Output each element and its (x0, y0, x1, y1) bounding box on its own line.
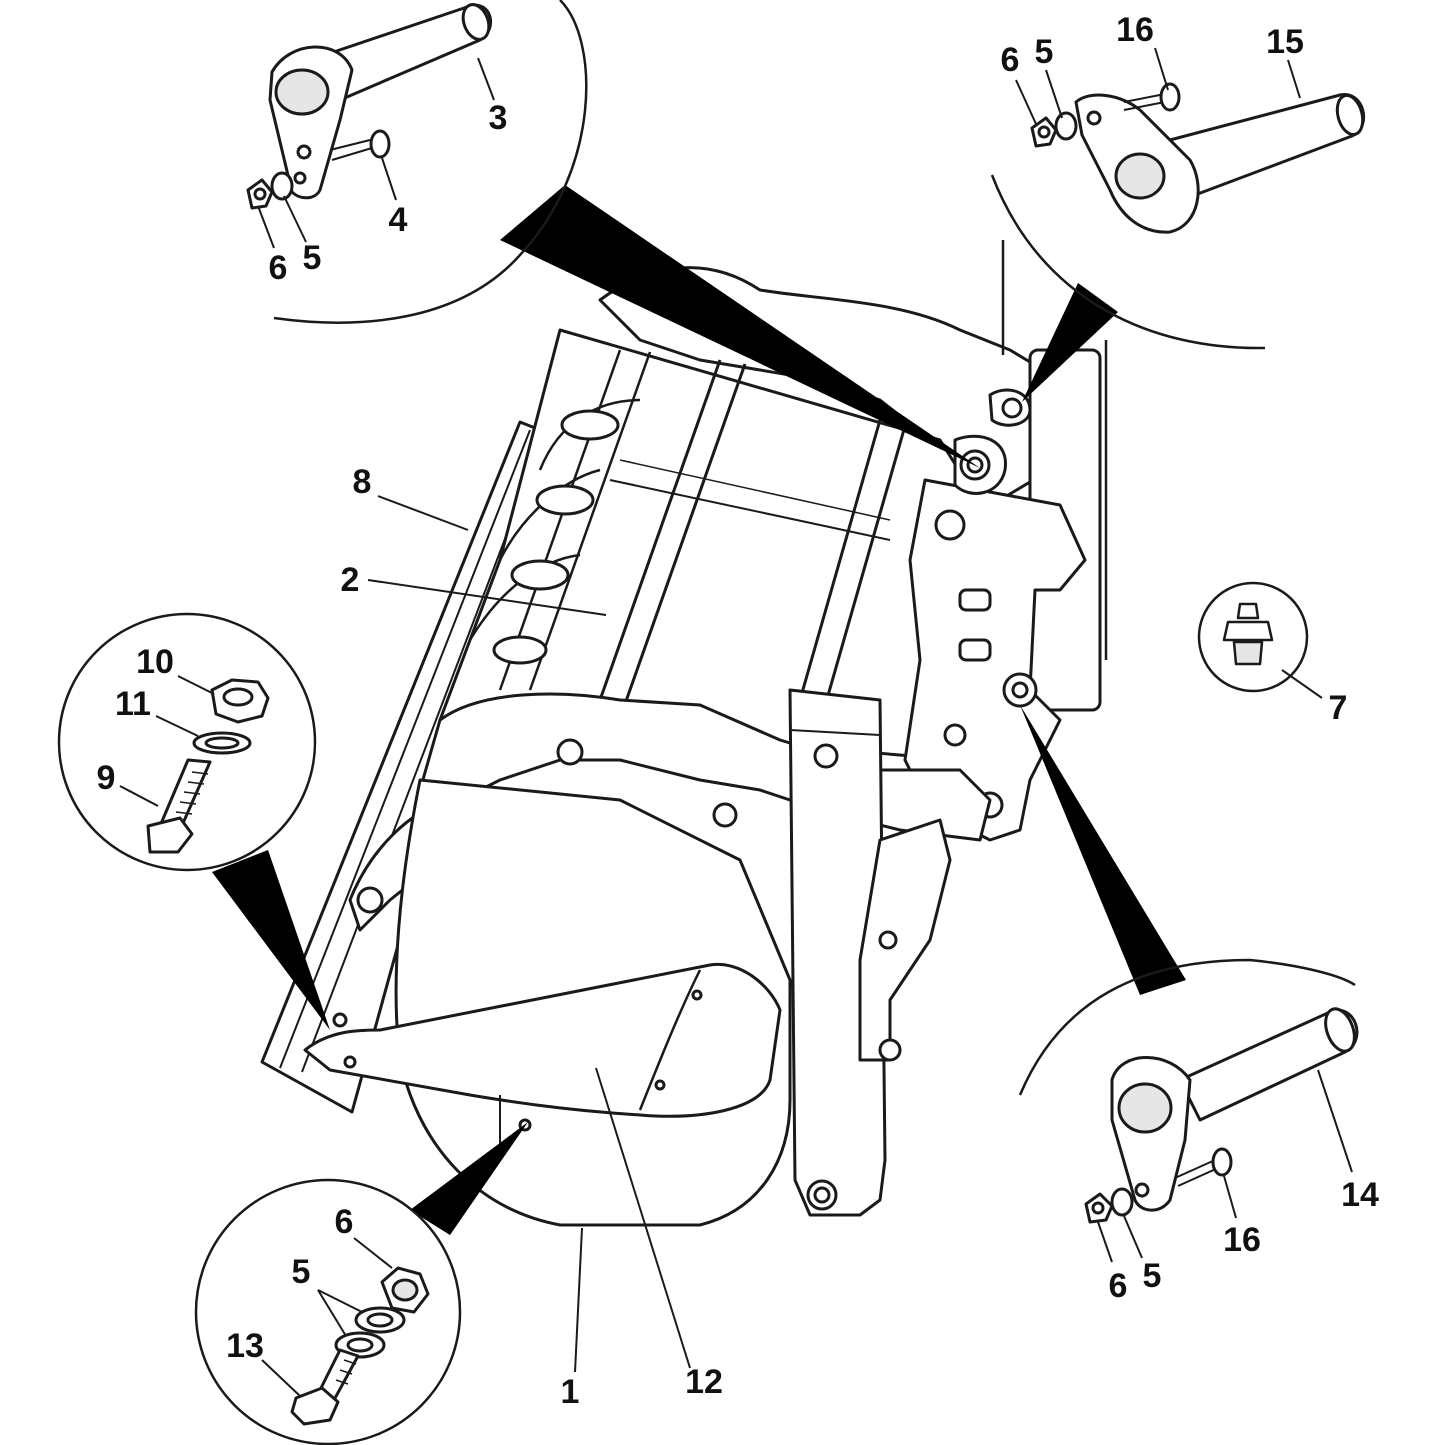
callout-5-bottom-right: 5 (1142, 1257, 1162, 1295)
callout-13: 13 (226, 1327, 264, 1365)
pointer-top-detail (500, 185, 980, 468)
callout-5-top-right: 5 (1034, 33, 1054, 71)
callout-14: 14 (1341, 1176, 1379, 1214)
detail-circle-top-right (990, 174, 1266, 350)
callout-11: 11 (115, 685, 151, 723)
callout-8: 8 (352, 463, 372, 501)
callout-1: 1 (560, 1373, 580, 1411)
callout-5-bottom-left: 5 (291, 1253, 311, 1291)
callout-9: 9 (96, 759, 116, 797)
callout-7: 7 (1328, 689, 1348, 727)
detail-bottom-right-parts (1084, 1007, 1359, 1224)
callout-16-top-right: 16 (1116, 11, 1154, 49)
reel-frame-assembly (260, 240, 1108, 1227)
detail-circle-bottom-right (1018, 958, 1356, 1096)
callout-4: 4 (388, 201, 408, 239)
pointer-left-detail (212, 850, 330, 1030)
detail-circle-left (57, 612, 317, 872)
cover-plate (303, 962, 782, 1118)
detail-pointers (212, 185, 1186, 1235)
detail-left-parts (146, 678, 270, 854)
front-vertical-bracket (788, 688, 887, 1217)
callout-2: 2 (340, 561, 360, 599)
callout-12: 12 (685, 1363, 723, 1401)
callout-6-top-right: 6 (1000, 41, 1020, 79)
callout-3: 3 (488, 99, 508, 137)
callout-10: 10 (136, 643, 174, 681)
detail-circle-bottom-left (194, 1178, 462, 1445)
pointer-right-detail (1020, 705, 1186, 995)
detail-bottom-left-parts (290, 1266, 430, 1426)
grease-fitting-7 (1222, 602, 1274, 666)
leader-lines (119, 47, 1353, 1397)
callout-15: 15 (1266, 23, 1304, 61)
callout-6-bottom-right: 6 (1108, 1267, 1128, 1305)
callout-6-bottom-left: 6 (334, 1203, 354, 1241)
callout-5-top: 5 (302, 239, 322, 277)
callout-16-bottom-right: 16 (1223, 1221, 1261, 1259)
detail-circle-top (273, 0, 588, 324)
detail-top-right-parts (1030, 82, 1366, 234)
detail-top-parts (246, 3, 492, 210)
pointer-bottom-detail (410, 1122, 528, 1235)
callout-6-top: 6 (268, 249, 288, 287)
pivot-pin-15 (1168, 93, 1366, 197)
pointer-top-right-detail (1022, 283, 1118, 402)
